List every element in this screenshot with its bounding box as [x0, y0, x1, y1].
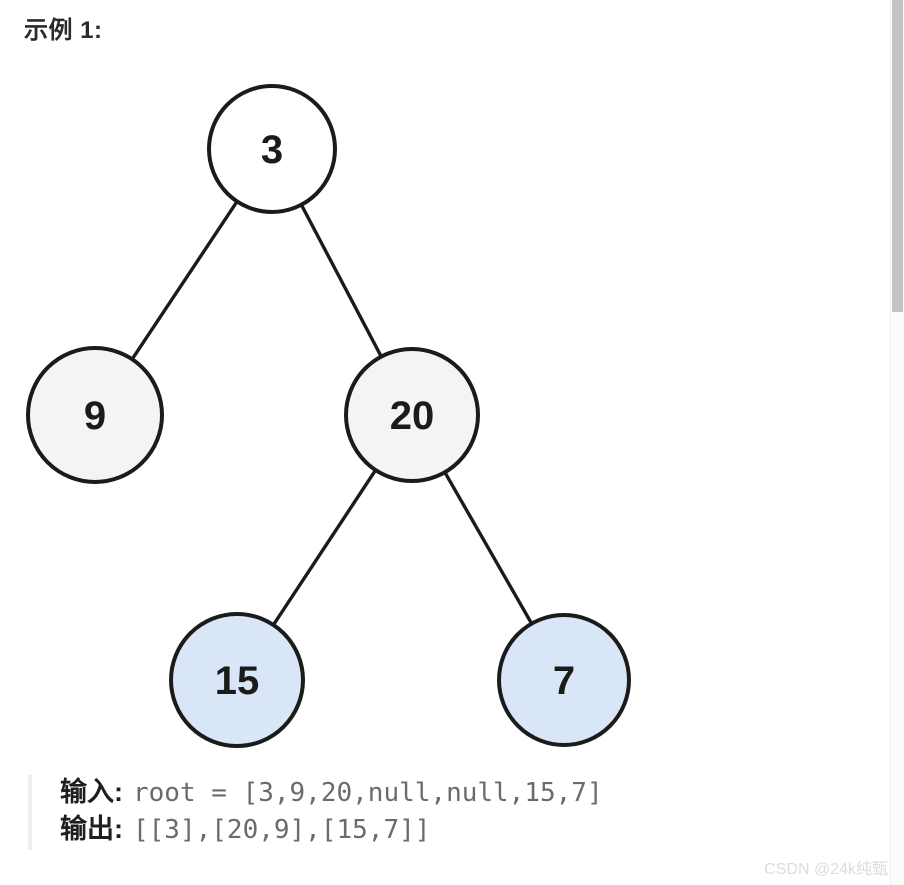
tree-node-circle-3 [207, 84, 337, 214]
page-title: 示例 1: [24, 17, 103, 44]
tree-node-label-9: 9 [84, 394, 106, 438]
tree-svg: 3 9 20 15 7 [26, 84, 631, 748]
tree-node-circle-7 [497, 613, 631, 747]
tree-node-circle-15 [169, 612, 305, 748]
tree-edge-root-right [299, 202, 384, 360]
input-line: 输入: root = [3,9,20,null,null,15,7] [60, 775, 768, 810]
tree-node-label-20: 20 [390, 394, 435, 438]
tree-node-9: 9 [26, 346, 164, 484]
tree-edge-right-rr [442, 469, 534, 627]
tree-edge-root-left [129, 198, 240, 362]
tree-node-layer: 3 9 20 15 7 [26, 84, 631, 748]
vertical-scrollbar-track[interactable] [890, 0, 904, 885]
tree-node-circle-9 [26, 346, 164, 484]
tree-node-15: 15 [169, 612, 305, 748]
tree-node-7: 7 [497, 613, 631, 747]
tree-node-20: 20 [344, 347, 480, 483]
tree-node-label-7: 7 [553, 659, 575, 703]
tree-edge-layer [129, 198, 534, 628]
tree-node-3: 3 [207, 84, 337, 214]
tree-node-label-15: 15 [215, 659, 260, 703]
binary-tree-diagram: 3 9 20 15 7 [0, 56, 888, 756]
input-value: root = [3,9,20,null,null,15,7] [133, 778, 603, 808]
output-value: [[3],[20,9],[15,7]] [133, 815, 431, 846]
output-line: 输出: [[3],[20,9],[15,7]] [60, 812, 768, 847]
tree-node-label-3: 3 [261, 128, 283, 172]
output-label: 输出: [60, 814, 123, 845]
tree-edge-right-rl [271, 467, 378, 628]
input-label: 输入: [60, 777, 123, 807]
io-block: 输入: root = [3,9,20,null,null,15,7] 输出: [… [28, 775, 768, 850]
watermark: CSDN @24k纯甄 [764, 861, 888, 878]
vertical-scrollbar-thumb[interactable] [892, 0, 903, 312]
tree-node-circle-20 [344, 347, 480, 483]
